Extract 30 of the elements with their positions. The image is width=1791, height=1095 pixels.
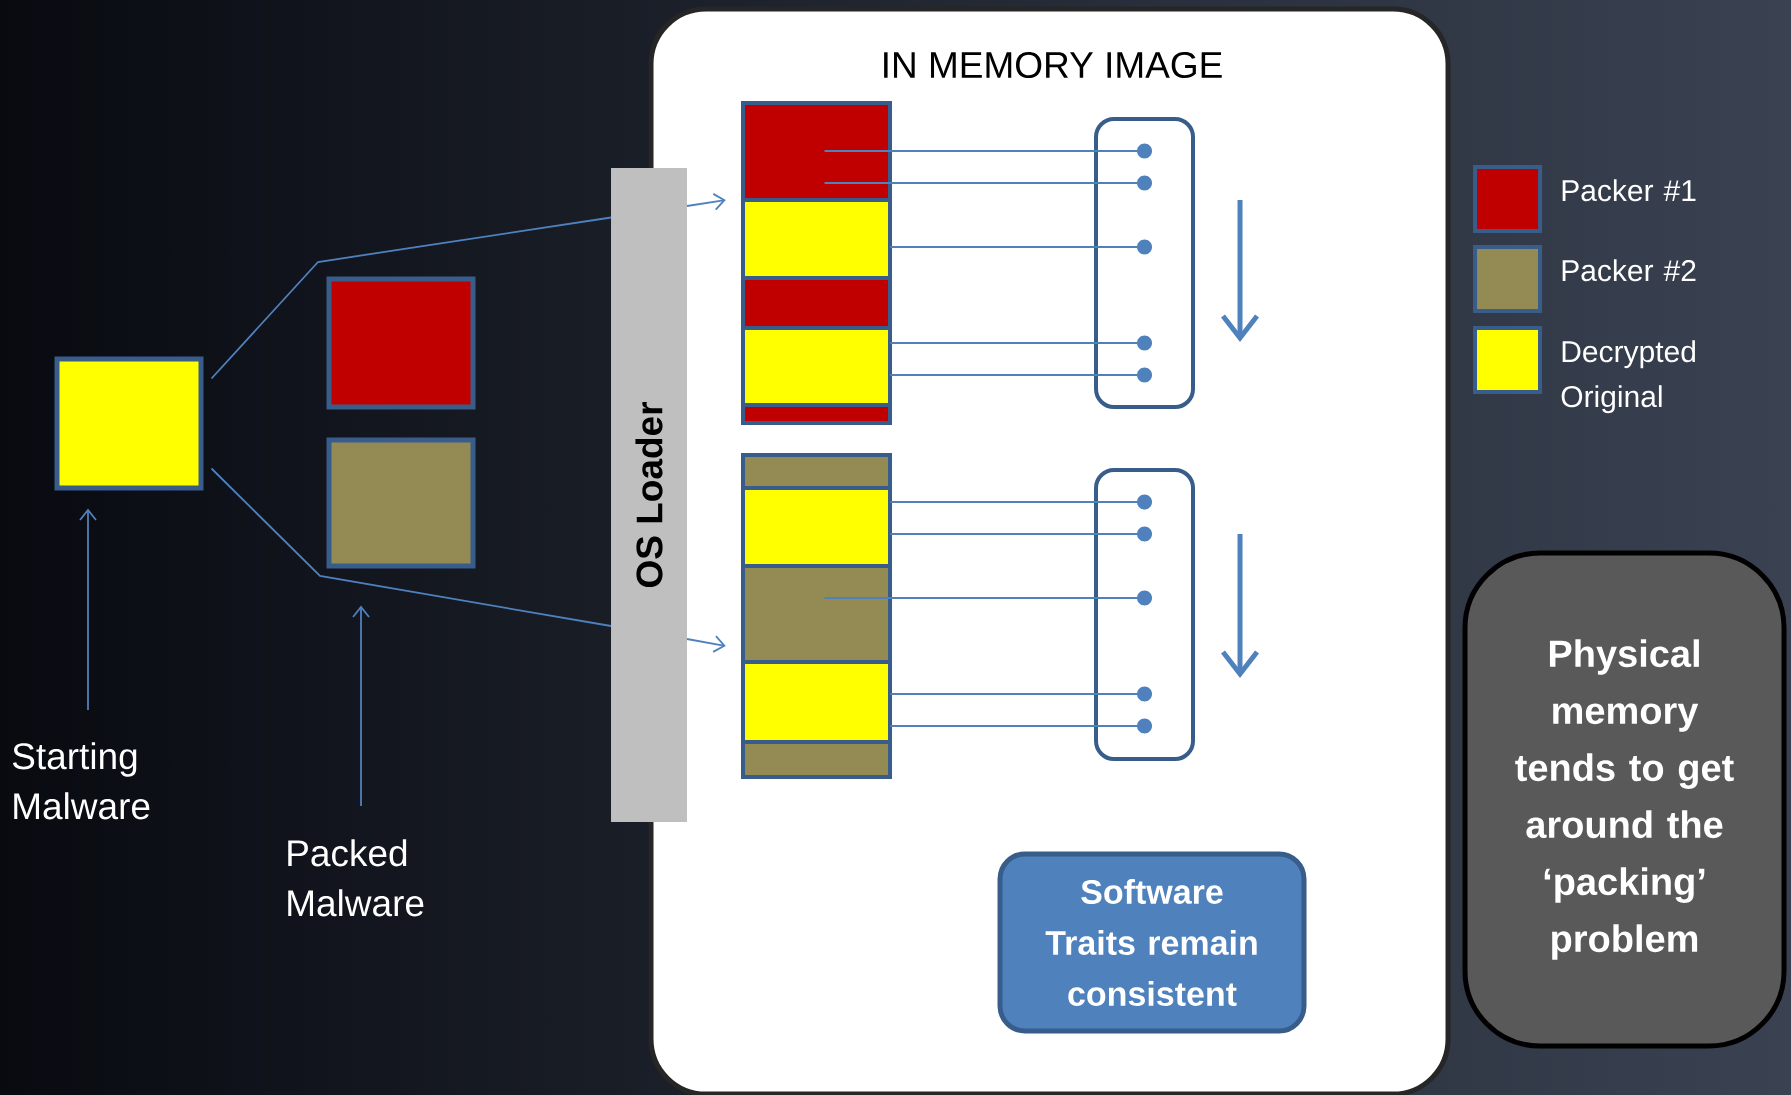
square — [326, 437, 476, 569]
connector-line — [889, 494, 1152, 510]
legend-label: Decrypted Original — [1561, 340, 1695, 414]
legend-label: Packer #2 — [1562, 259, 1696, 282]
connector-line — [889, 718, 1152, 734]
arrow — [686, 192, 726, 211]
loader-bar: OS Loader — [611, 168, 687, 822]
memory-stack — [741, 453, 892, 779]
connector-line — [823, 143, 1152, 159]
note-box: Software Traits remain consistent — [997, 851, 1307, 1034]
arrow — [686, 635, 726, 653]
connector-line — [889, 367, 1152, 383]
caption-text: Starting Malware — [12, 742, 150, 820]
arrow — [79, 508, 97, 711]
rounded-box — [1094, 117, 1195, 409]
legend-label: Packer #1 — [1562, 179, 1696, 202]
memory-stack — [741, 101, 892, 425]
note-box: Physical memory tends to get around the ‘packing’ problem — [1462, 550, 1787, 1049]
arrow — [352, 605, 370, 807]
connector-line — [889, 686, 1152, 702]
caption-text: Packed Malware — [288, 839, 424, 917]
panel-title: IN MEMORY IMAGE — [884, 51, 1222, 79]
rounded-box — [1094, 468, 1195, 761]
connector-line — [823, 175, 1152, 191]
connector-line — [823, 590, 1152, 606]
connector-line — [889, 526, 1152, 542]
square — [54, 356, 204, 491]
connector-line — [889, 335, 1152, 351]
square — [326, 276, 476, 410]
connector-line — [889, 239, 1152, 255]
